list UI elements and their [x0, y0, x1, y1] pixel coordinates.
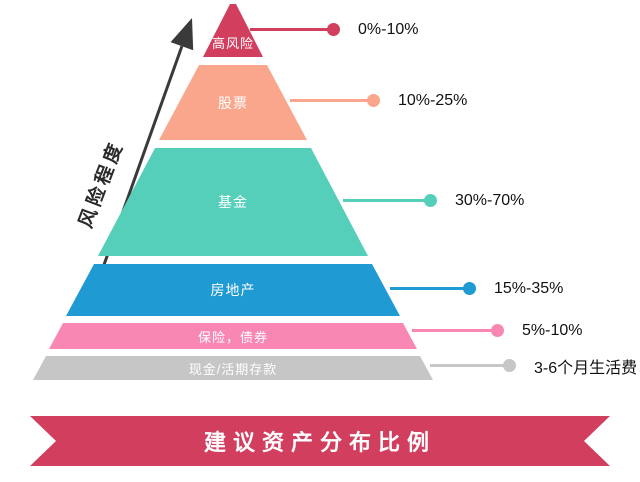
leader-line — [430, 364, 504, 367]
leader-dot-icon — [491, 324, 504, 337]
callout-cash-deposits: 3-6个月生活费 — [430, 359, 637, 377]
leader-line — [290, 99, 368, 102]
layer-label-cash-deposits: 现金/活期存款 — [188, 361, 278, 377]
leader-dot-icon — [327, 23, 340, 36]
range-label-cash-deposits: 3-6个月生活费 — [534, 359, 638, 377]
leader-dot-icon — [424, 194, 437, 207]
layer-label-real-estate: 房地产 — [210, 282, 256, 298]
pyramid-layer-stocks: 股票 — [159, 65, 307, 140]
pyramid-layer-insurance-bonds: 保险，债券 — [49, 323, 417, 349]
callout-stocks: 10%-25% — [290, 91, 468, 109]
pyramid-layer-cash-deposits: 现金/活期存款 — [33, 356, 433, 380]
pyramid-layer-funds: 基金 — [98, 148, 368, 256]
range-label-real-estate: 15%-35% — [494, 279, 564, 297]
diagram-title: 建议资产分布比例 — [203, 430, 436, 455]
leader-line — [390, 287, 464, 290]
leader-line — [343, 199, 425, 202]
pyramid-layer-real-estate: 房地产 — [66, 264, 400, 316]
callout-funds: 30%-70% — [343, 191, 525, 209]
risk-axis-arrowhead-icon — [170, 18, 194, 51]
layer-label-insurance-bonds: 保险，债券 — [197, 329, 268, 345]
callout-insurance-bonds: 5%-10% — [412, 321, 583, 339]
callout-real-estate: 15%-35% — [390, 279, 564, 297]
range-label-stocks: 10%-25% — [398, 91, 468, 109]
range-label-funds: 30%-70% — [455, 191, 525, 209]
leader-line — [250, 28, 328, 31]
layer-label-stocks: 股票 — [218, 94, 248, 111]
range-label-high-risk: 0%-10% — [358, 20, 419, 38]
leader-dot-icon — [463, 282, 476, 295]
layer-label-high-risk: 高风险 — [211, 36, 254, 51]
range-label-insurance-bonds: 5%-10% — [522, 321, 583, 339]
leader-dot-icon — [367, 94, 380, 107]
title-ribbon: 建议资产分布比例 — [30, 416, 610, 466]
leader-line — [412, 329, 492, 332]
layer-label-funds: 基金 — [218, 194, 248, 210]
callout-high-risk: 0%-10% — [250, 20, 419, 38]
leader-dot-icon — [503, 359, 516, 372]
